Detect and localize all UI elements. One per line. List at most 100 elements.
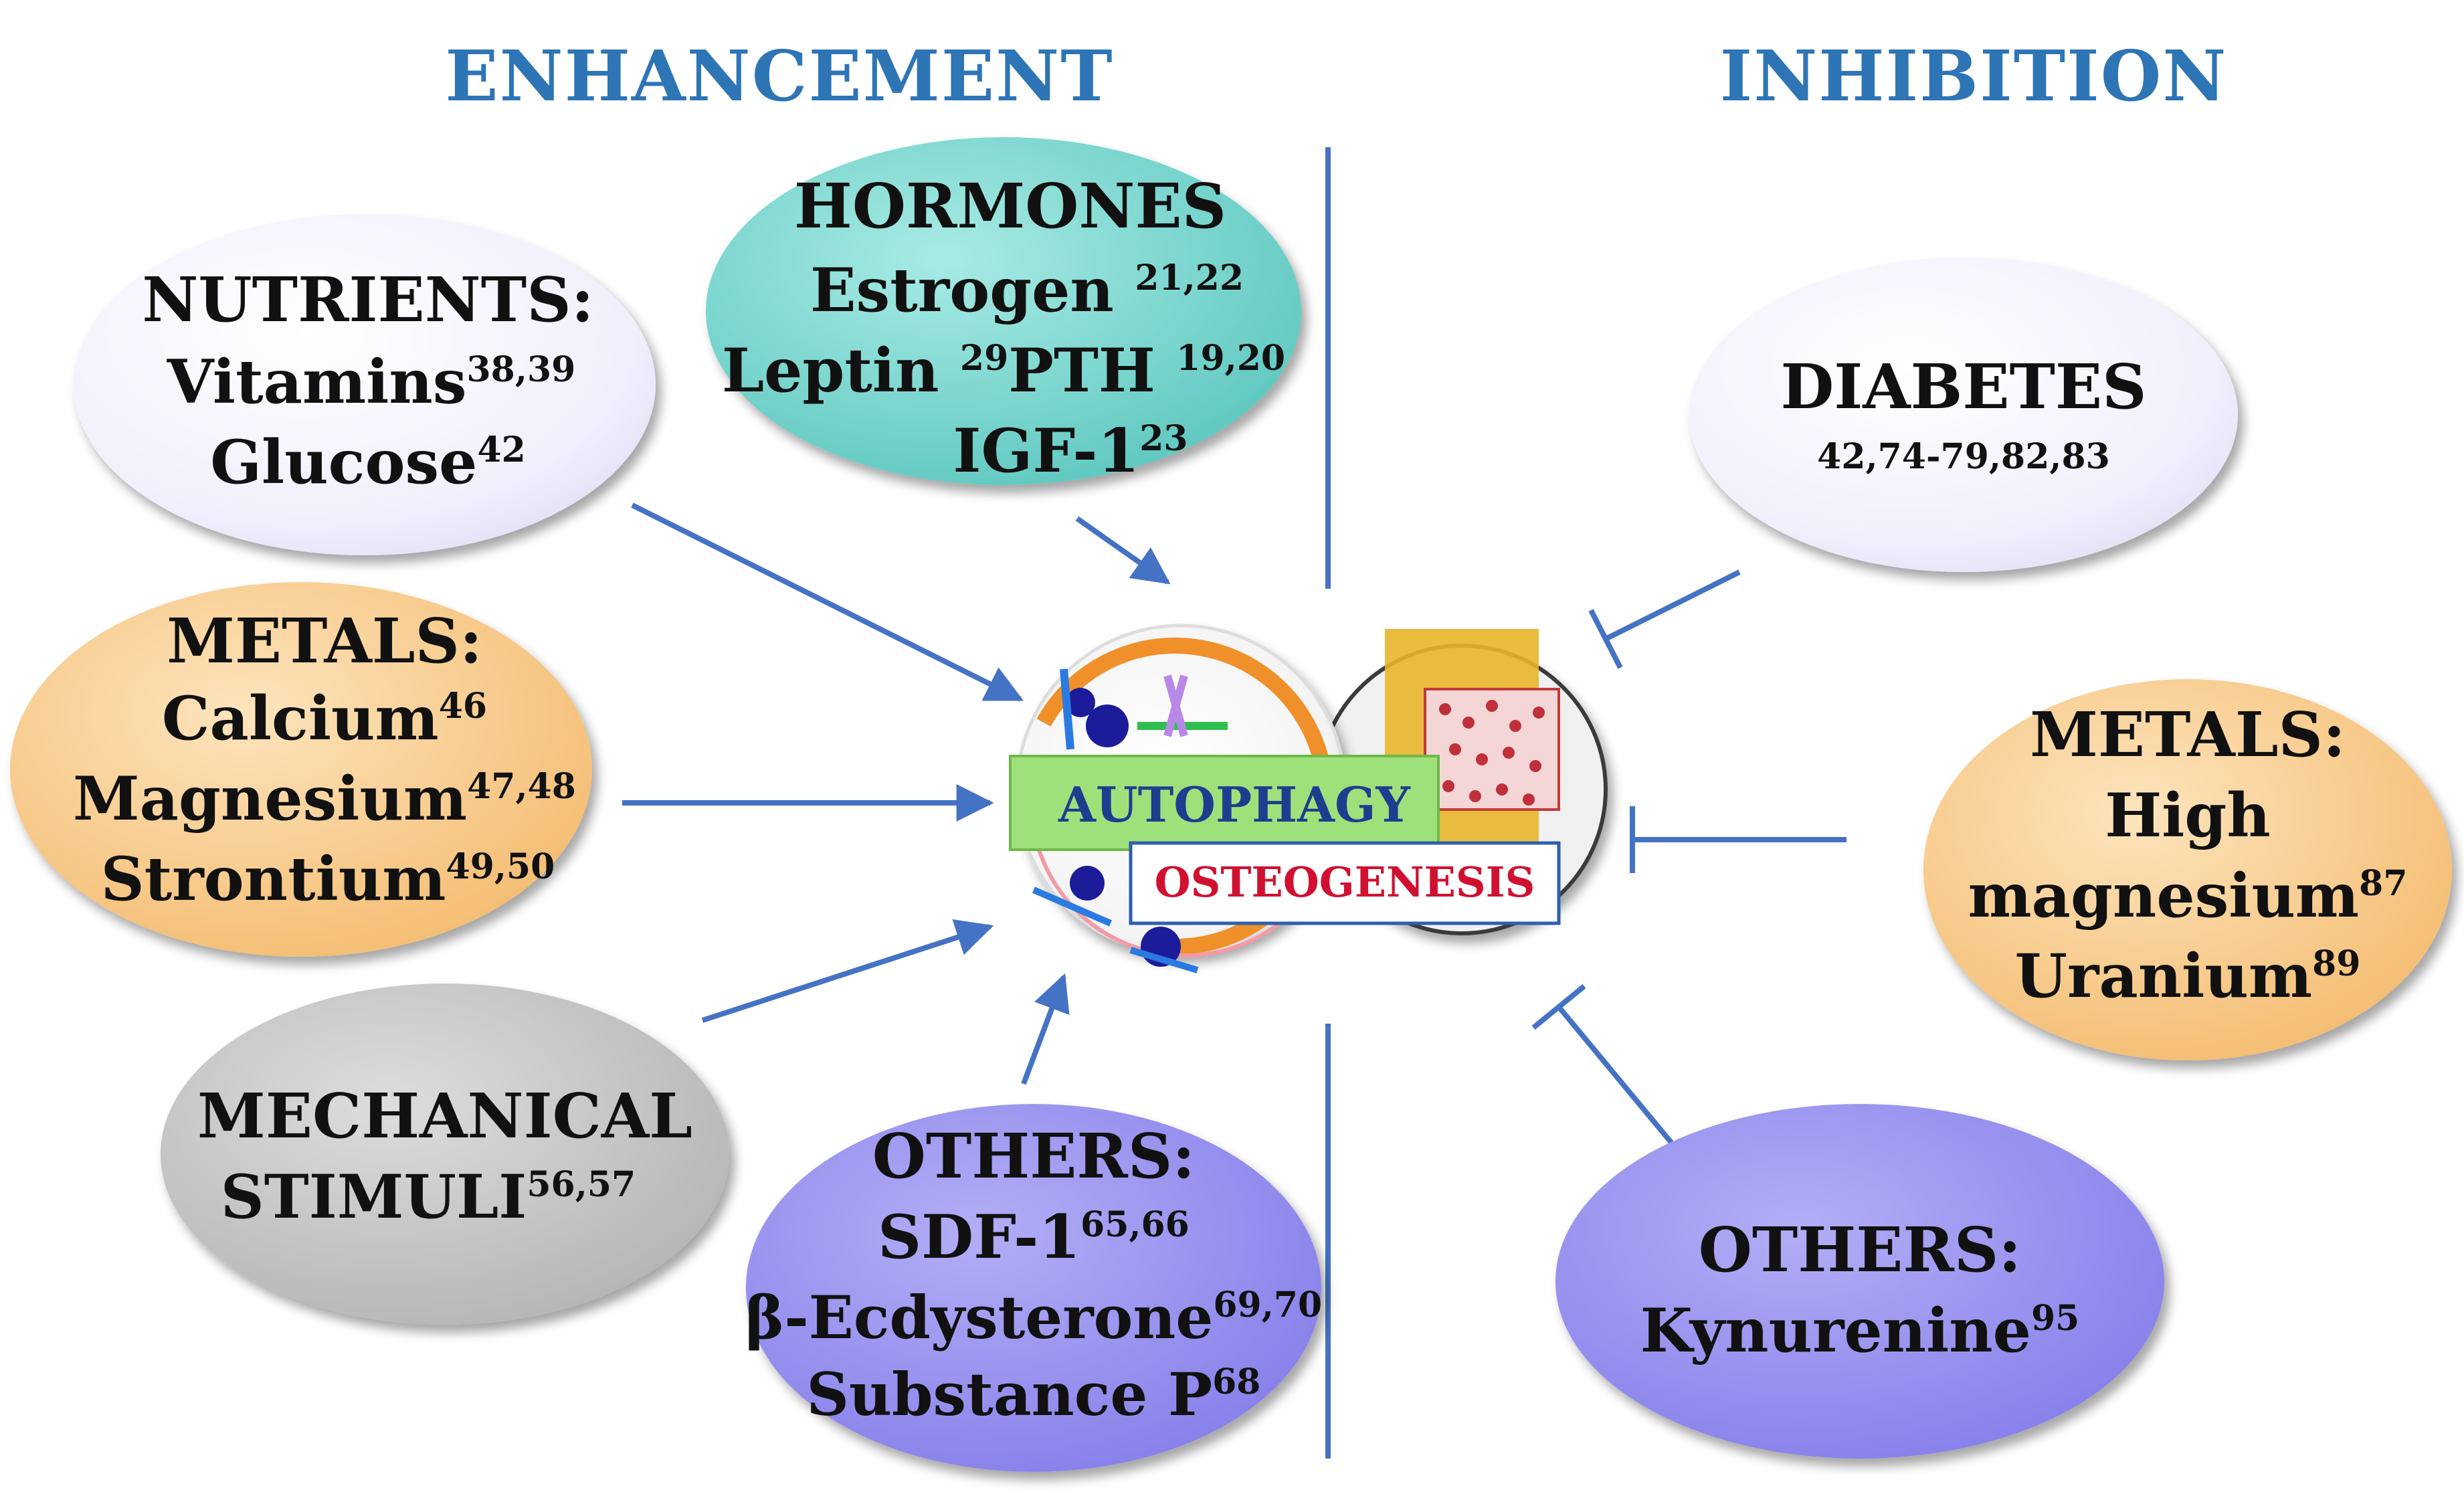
central-autophagy-image: AUTOPHAGY OSTEOGENESIS (1009, 624, 1608, 973)
inhibit-others-bar (1531, 984, 1586, 1030)
enhancement-arrows (622, 502, 1171, 1085)
cell-nucleus-2 (1066, 688, 1095, 717)
metals-calcium: Calcium (162, 683, 439, 754)
svg-text:Strontium49,50: Strontium49,50 (101, 844, 555, 915)
svg-text:Leptin 29PTH 19,20: Leptin 29PTH 19,20 (722, 335, 1285, 406)
others-sdf1-ref: 65,66 (1080, 1204, 1190, 1245)
node-nutrients: NUTRIENTS: Vitamins38,39 Glucose42 (74, 214, 656, 555)
metals-strontium: Strontium (101, 844, 446, 915)
metals-high-magnesium: magnesium (1968, 860, 2359, 931)
mechanical-line1: MECHANICAL (197, 1080, 692, 1152)
arrow-mechanical (701, 919, 994, 1023)
cell-filament-1 (1060, 668, 1074, 750)
svg-text:magnesium87: magnesium87 (1968, 860, 2407, 931)
others-inh-ellipse (1555, 1104, 2164, 1459)
metals-magnesium: Magnesium (73, 763, 467, 834)
node-diabetes: DIABETES 42,74-79,82,83 (1689, 258, 2238, 572)
diabetes-title: DIABETES (1780, 351, 2146, 423)
others-inh-title: OTHERS: (1699, 1214, 2022, 1286)
metals-calcium-ref: 46 (439, 686, 487, 727)
metals-uranium: Uranium (2015, 941, 2313, 1012)
svg-text:Magnesium47,48: Magnesium47,48 (73, 763, 576, 834)
svg-text:Glucose42: Glucose42 (210, 427, 526, 498)
inhibit-diabetes-bar (1588, 609, 1623, 669)
arrow-nutrients (631, 502, 1024, 702)
enhancement-header: ENHANCEMENT (445, 35, 1113, 117)
svg-text:Substance P68: Substance P68 (806, 1360, 1260, 1429)
hormones-igf: IGF-1 (953, 415, 1139, 486)
autophagy-label: AUTOPHAGY (1058, 776, 1411, 833)
nutrients-ellipse (74, 214, 656, 555)
arrow-hormones (1075, 516, 1171, 585)
nutrients-title: NUTRIENTS: (142, 264, 593, 336)
red-cell-dots (1439, 700, 1545, 806)
hormones-estrogen: Estrogen (810, 255, 1135, 326)
osteogenesis-box (1129, 841, 1561, 925)
others-substance-p: Substance P (806, 1360, 1212, 1429)
metals-enh-title: METALS: (167, 605, 482, 677)
metals-magnesium-ref: 47,48 (467, 766, 576, 807)
svg-text:β-Ecdysterone69,70: β-Ecdysterone69,70 (745, 1283, 1322, 1352)
inhibit-others (1556, 1005, 1675, 1146)
chromosome (1163, 674, 1188, 737)
svg-text:Vitamins38,39: Vitamins38,39 (167, 347, 576, 417)
metals-high: High (2105, 780, 2271, 851)
svg-text:Kynurenine95: Kynurenine95 (1640, 1295, 2080, 1366)
nutrients-vitamins: Vitamins (167, 347, 467, 417)
osteogenesis-label: OSTEOGENESIS (1155, 858, 1535, 907)
cell-nucleus-1 (1086, 705, 1129, 747)
svg-text:Estrogen 21,22: Estrogen 21,22 (810, 255, 1244, 326)
svg-text:IGF-123: IGF-123 (953, 415, 1188, 486)
mechanical-line2: STIMULI (221, 1161, 527, 1232)
cell-nucleus-3 (1070, 866, 1105, 901)
metals-strontium-ref: 49,50 (446, 846, 555, 887)
nutrients-glucose-ref: 42 (477, 430, 525, 470)
node-mechanical-stimuli: MECHANICAL STIMULI56,57 (161, 984, 729, 1325)
metals-inh-title: METALS: (2030, 698, 2346, 771)
others-kynurenine-ref: 95 (2031, 1298, 2079, 1339)
hormones-leptin: Leptin (722, 335, 960, 406)
svg-text:SDF-165,66: SDF-165,66 (878, 1202, 1190, 1273)
hormones-pth-ref: 19,20 (1176, 338, 1285, 379)
hormones-estrogen-ref: 21,22 (1135, 258, 1244, 298)
others-enh-ellipse (746, 1104, 1321, 1472)
others-kynurenine: Kynurenine (1640, 1295, 2031, 1366)
diabetes-ellipse (1689, 258, 2238, 572)
others-ecdysterone: β-Ecdysterone (745, 1283, 1214, 1352)
svg-text:NUTRIENTS:: NUTRIENTS: (142, 264, 593, 336)
diabetes-refs: 42,74-79,82,83 (1817, 436, 2110, 477)
node-metals-enhancement: METALS: Calcium46 Magnesium47,48 Stronti… (10, 582, 592, 957)
others-substance-p-ref: 68 (1212, 1362, 1260, 1402)
cell-filament-2 (1032, 886, 1112, 927)
hormones-ellipse (706, 137, 1301, 485)
node-others-inhibition: OTHERS: Kynurenine95 (1555, 1104, 2164, 1459)
metals-uranium-ref: 89 (2312, 943, 2360, 984)
hormones-title: HORMONES (794, 170, 1226, 242)
hormones-igf-ref: 23 (1139, 418, 1188, 459)
others-enh-title: OTHERS: (872, 1120, 1196, 1192)
svg-text:STIMULI56,57: STIMULI56,57 (221, 1161, 636, 1232)
inhibition-header: INHIBITION (1720, 35, 2228, 117)
svg-text:Calcium46: Calcium46 (162, 683, 487, 754)
metals-high-magnesium-ref: 87 (2359, 863, 2407, 904)
metals-inh-ellipse (1923, 679, 2452, 1060)
inhibition-lines (1531, 569, 1846, 1146)
node-metals-inhibition: METALS: High magnesium87 Uranium89 (1923, 679, 2452, 1060)
metals-enh-ellipse (10, 582, 592, 957)
arrow-others (1021, 973, 1070, 1085)
inhibit-diabetes (1604, 569, 1741, 642)
others-sdf1: SDF-1 (878, 1202, 1080, 1273)
mechanical-ref: 56,57 (527, 1164, 636, 1205)
nutrients-glucose: Glucose (210, 427, 477, 498)
mechanical-ellipse (161, 984, 729, 1325)
node-others-enhancement: OTHERS: SDF-165,66 β-Ecdysterone69,70 Su… (745, 1104, 1322, 1472)
cell-filament-3 (1129, 947, 1199, 973)
node-hormones: HORMONES Estrogen 21,22 Leptin 29PTH 19,… (706, 137, 1301, 486)
nutrients-vitamins-ref: 38,39 (467, 349, 576, 390)
hormones-leptin-ref: 29 (960, 338, 1008, 379)
svg-text:Uranium89: Uranium89 (2015, 941, 2361, 1012)
autophagy-box (1009, 755, 1440, 851)
others-ecdysterone-ref: 69,70 (1213, 1285, 1322, 1325)
hormones-pth: PTH (1008, 335, 1176, 406)
